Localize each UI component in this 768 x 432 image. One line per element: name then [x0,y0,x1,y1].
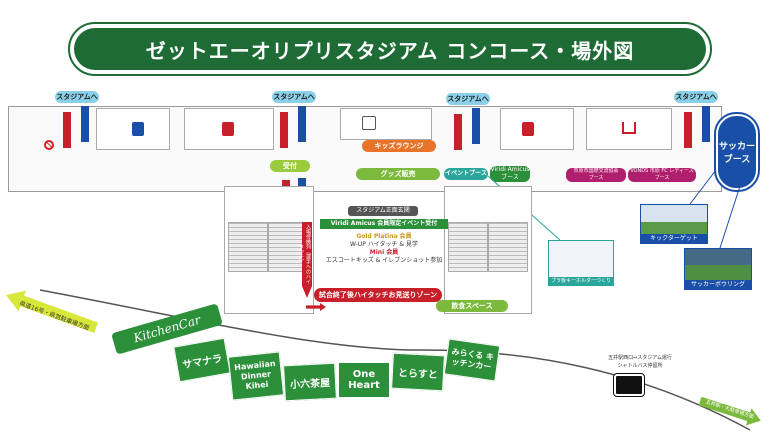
soccer-bowling-photo: サッカーボウリング [684,248,752,290]
room-3 [340,108,432,140]
to-stadium-label-4[interactable]: スタジアムへ [674,91,718,103]
to-stadium-label-1[interactable]: スタジアムへ [55,91,99,103]
soccer-booth-line1: サッカー [718,142,755,152]
escalator-icon [362,116,376,130]
city-booth-sub: ブース [588,175,604,181]
down-arrow-icon [472,108,480,144]
hightouch-queue-text: 入場待機列（選手へのハイタッチ） [298,224,311,284]
soccer-booth: サッカー ブース [714,112,760,192]
hightouch-zone-label: 試合終了後ハイタッチお見送りゾーン [314,288,442,302]
up-arrow-icon [63,112,71,148]
soccer-booth-line2: ブース [723,155,751,165]
kick-target-photo: キックターゲット [640,204,708,244]
restroom-female-icon [222,122,234,136]
wup-text: W-UP ハイタッチ & 見学 [350,241,418,248]
viridi-booth: Viridi Amicus ブース [490,166,530,182]
stairs-right-2 [488,222,528,272]
up-arrow-icon [280,112,288,148]
down-arrow-icon [298,106,306,142]
road-left-label: 県道16号・県営駐車場方面 [18,300,91,332]
food-truck-4: One Heart [338,362,390,398]
mini-text: Mini 会員 [369,249,399,256]
goods-sales-label: グッズ販売 [356,168,440,180]
gold-platina-text: Gold Platina 会員 [356,233,412,240]
to-stadium-label-2[interactable]: スタジアムへ [272,91,316,103]
restroom-female-icon [522,122,534,136]
city-booth: 市原市国際交流協会 ブース [566,168,626,182]
vonds-booth-sub: ブース [654,175,670,181]
up-arrow-icon [684,112,692,148]
stairs-left-2 [268,222,308,272]
shuttle-line-2: シャトルバス停留所 [617,363,663,369]
keychain-photo: プラ板キーホルダーづくり [548,240,614,286]
room-4 [500,108,574,150]
shuttle-line-1: 五井駅西口⇔スタジアム運行 [608,355,672,361]
room-5 [586,108,672,150]
no-entry-icon [44,140,54,150]
kick-target-label: キックターゲット [641,234,707,243]
viridi-booth-name: Viridi Amicus [490,166,530,173]
restroom-male-icon [132,122,144,136]
stairs-left [228,222,268,272]
soccer-bowling-label: サッカーボウリング [685,280,751,289]
stadium-front-label: スタジアム正面玄関 [348,206,418,216]
hanger-icon [622,122,636,134]
page-title-text: ゼットエーオリプリスタジアム コンコース・場外図 [74,28,706,70]
kids-lounge-label: キッズラウンジ [362,140,436,152]
to-stadium-label-3[interactable]: スタジアムへ [446,93,490,105]
page-title: ゼットエーオリプリスタジアム コンコース・場外図 [68,22,712,76]
vonds-booth: VONDS 市原 FC レディース ブース [628,168,696,182]
stairs-right [448,222,488,272]
escort-text: エスコートキッズ & イレブンショット参加 [325,257,443,264]
dining-space-label: 飲食スペース [436,300,508,312]
up-arrow-icon [454,114,462,150]
road-right-label: 五井駅・大駐車場方面 [704,399,755,421]
food-truck-1: サマナラ [173,337,231,383]
food-truck-5: とらすと [391,352,445,392]
vonds-booth-name: VONDS 市原 FC レディース [630,168,694,174]
food-truck-2: Hawaiian Dinner Kihei [227,351,285,401]
food-truck-3: 小六茶屋 [283,362,337,402]
event-booth-label: イベントブース [444,168,488,180]
viridi-event-label: Viridi Amicus 会員限定イベント受付 [320,219,448,229]
city-booth-name: 市原市国際交流協会 [573,168,619,174]
food-truck-6: みらくる キッチンカー [443,338,501,382]
down-arrow-icon [81,106,89,142]
viridi-booth-sub: ブース [501,174,519,181]
down-arrow-icon [702,106,710,142]
hightouch-queue: 入場待機列（選手へのハイタッチ） [298,222,312,286]
bus-icon [613,373,645,397]
reception-label: 受付 [270,160,310,172]
keychain-label: プラ板キーホルダーづくり [549,277,613,285]
